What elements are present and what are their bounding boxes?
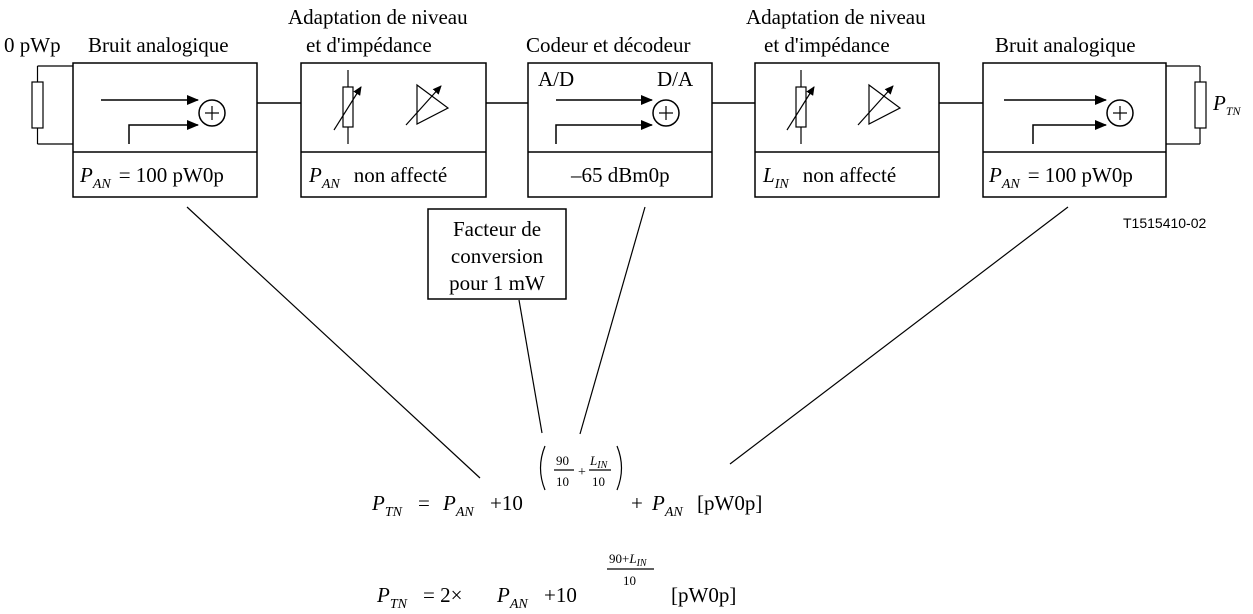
formula-1-paren-right bbox=[616, 445, 623, 491]
formula-1-lhs: PTN bbox=[371, 491, 403, 520]
codec-da-label: D/A bbox=[657, 67, 694, 91]
formula-2-unit: [pW0p] bbox=[671, 583, 736, 607]
variable-resistor-icon bbox=[786, 70, 815, 144]
block-noise-in: Bruit analogique PAN= 100 pW0p bbox=[72, 33, 258, 198]
adder-icon bbox=[1106, 99, 1134, 127]
load-resistor: PTN bbox=[1166, 65, 1242, 145]
formula-1-plus: + bbox=[631, 491, 643, 515]
formula-1-ten: +10 bbox=[490, 491, 523, 515]
formula-2-lhs: PTN bbox=[376, 583, 408, 612]
formula-1-exp-den-1: 10 bbox=[556, 474, 569, 489]
block-noise-out-title: Bruit analogique bbox=[995, 33, 1136, 57]
formula-1-exp-den-2: 10 bbox=[592, 474, 605, 489]
block-codec-caption: –65 dBm0p bbox=[570, 163, 670, 187]
formula-2-exp-den: 10 bbox=[623, 573, 636, 588]
block-adapt-1-title-2: et d'impédance bbox=[306, 33, 432, 57]
figure-code: T1515410-02 bbox=[1123, 215, 1207, 231]
variable-amplifier-icon bbox=[857, 83, 902, 126]
formula-1-term-3: PAN bbox=[651, 491, 683, 520]
formula-1-exp-plus: + bbox=[578, 465, 586, 480]
variable-resistor-icon bbox=[333, 70, 362, 144]
formula-2: PTN = 2× PAN +10 90+LIN 10 [pW0p] bbox=[376, 551, 736, 612]
formula-1-exp-num-1: 90 bbox=[556, 453, 569, 468]
block-codec: Codeur et décodeur A/D D/A –65 dBm0p bbox=[526, 33, 713, 198]
conversion-factor-box: Facteur de conversion pour 1 mW bbox=[427, 208, 567, 300]
block-adapt-2-title-2: et d'impédance bbox=[764, 33, 890, 57]
conversion-line-1: Facteur de bbox=[453, 217, 541, 241]
codec-ad-label: A/D bbox=[538, 67, 574, 91]
source-label: 0 pWp bbox=[4, 33, 61, 57]
conversion-line-2: conversion bbox=[451, 244, 544, 268]
formula-1-eq: = bbox=[418, 491, 430, 515]
source-resistor: 0 pWp bbox=[4, 33, 73, 145]
formula-1-term-1: PAN bbox=[442, 491, 474, 520]
connector-lines bbox=[186, 206, 1069, 479]
adder-icon bbox=[652, 99, 680, 127]
formula-2-eq: = 2× bbox=[423, 583, 462, 607]
formula-2-exp-num: 90+LIN bbox=[609, 551, 648, 569]
adder-icon bbox=[198, 99, 226, 127]
block-noise-out-caption: PAN= 100 pW0p bbox=[988, 163, 1133, 192]
formula-1-exp-num-2: LIN bbox=[589, 453, 609, 471]
block-noise-out: Bruit analogique PAN= 100 pW0p bbox=[982, 33, 1167, 198]
formula-2-term-1: PAN bbox=[496, 583, 528, 612]
block-noise-in-title: Bruit analogique bbox=[88, 33, 229, 57]
variable-amplifier-icon bbox=[405, 83, 450, 126]
formula-1-paren-left bbox=[539, 445, 546, 491]
load-label: PTN bbox=[1212, 91, 1242, 118]
block-noise-in-caption: PAN= 100 pW0p bbox=[79, 163, 224, 192]
formula-1: PTN = PAN +10 90 10 + LIN 10 + PAN [pW0p… bbox=[371, 445, 762, 520]
block-codec-title: Codeur et décodeur bbox=[526, 33, 690, 57]
formula-2-ten: +10 bbox=[544, 583, 577, 607]
block-adapt-2-title-1: Adaptation de niveau bbox=[746, 5, 926, 29]
formula-1-unit: [pW0p] bbox=[697, 491, 762, 515]
conversion-line-3: pour 1 mW bbox=[449, 271, 545, 295]
block-adapt-1-title-1: Adaptation de niveau bbox=[288, 5, 468, 29]
